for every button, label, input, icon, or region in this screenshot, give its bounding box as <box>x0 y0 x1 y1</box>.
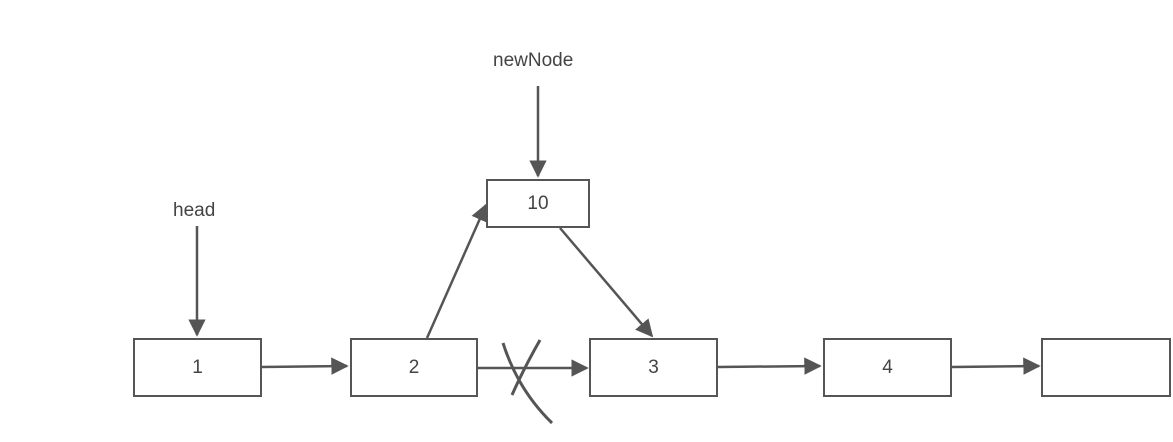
arrow-new-to-3 <box>559 227 654 338</box>
node-2: 2 <box>350 338 478 397</box>
node-value: 2 <box>408 356 420 378</box>
head-label: head <box>173 200 216 221</box>
arrow-1-to-2 <box>260 357 349 375</box>
arrow-4-to-5 <box>951 357 1041 375</box>
new-node-box: 10 <box>486 179 590 228</box>
cross-out-mark <box>501 339 554 425</box>
arrow-2-to-new <box>425 203 488 339</box>
new-node-label: newNode <box>493 50 574 71</box>
node-value: 3 <box>648 356 659 378</box>
node-value: 1 <box>192 356 203 378</box>
node-value: 4 <box>882 356 893 378</box>
node-value: 10 <box>527 192 549 214</box>
node-5-empty <box>1041 338 1171 397</box>
arrow-3-to-4 <box>717 357 822 375</box>
node-4: 4 <box>823 338 952 397</box>
node-1: 1 <box>133 338 262 397</box>
node-3: 3 <box>589 338 718 397</box>
